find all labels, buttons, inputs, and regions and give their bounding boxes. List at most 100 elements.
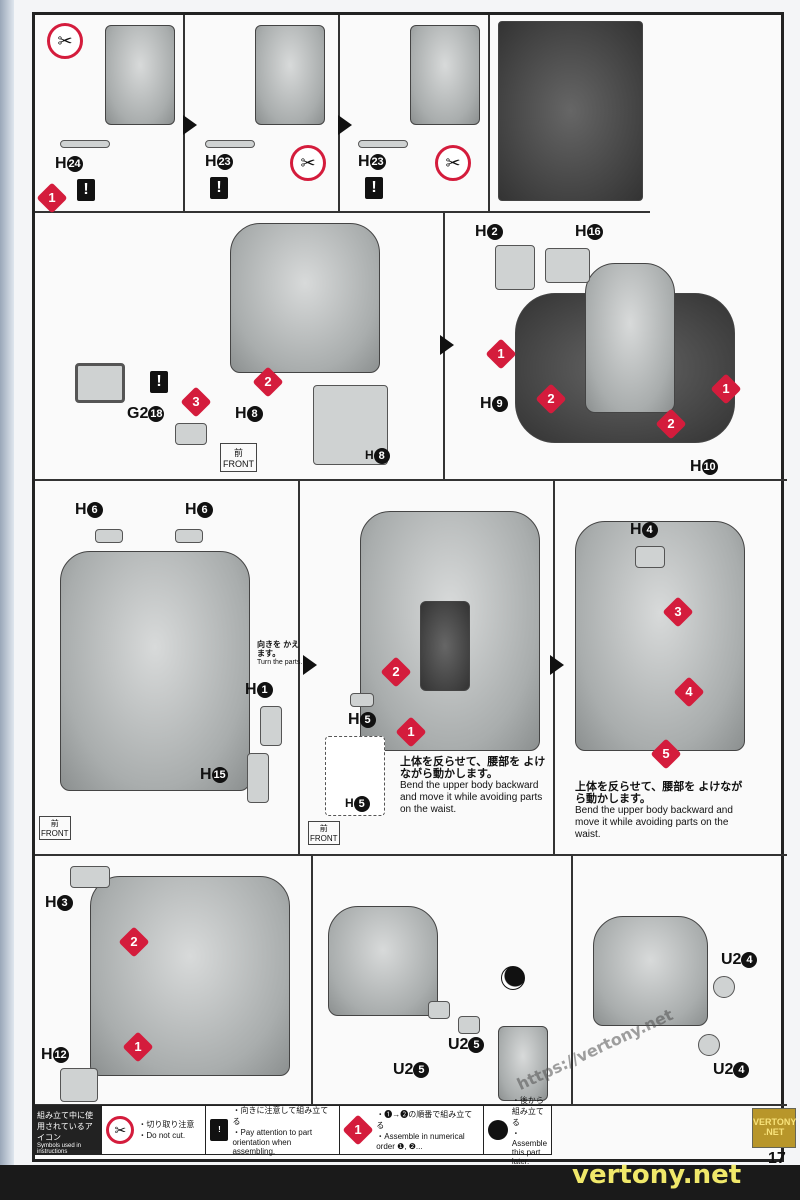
- part-u24: [698, 1034, 720, 1056]
- part-u25: [428, 1001, 450, 1019]
- assembled-photo: [498, 21, 643, 201]
- torso-illustration: [230, 223, 380, 373]
- bend-note: 上体を反らせて、腰部を よけながら動かします。Bend the upper bo…: [400, 756, 546, 815]
- next-arrow-icon: [183, 115, 197, 135]
- step-marker: 1: [395, 716, 427, 748]
- step-marker: 3: [180, 386, 212, 418]
- backpack-illustration: [328, 906, 438, 1016]
- assemble-later-icon: [487, 1120, 508, 1140]
- orientation-warning-icon: !: [77, 179, 95, 201]
- do-not-cut-icon: ✂: [435, 145, 471, 181]
- step-marker: 1: [36, 182, 68, 214]
- step-marker: 5: [650, 738, 682, 770]
- step-marker: 3: [662, 596, 694, 628]
- part-h3: [70, 866, 110, 888]
- turn-parts-note: 向きを かえます。Turn the parts.: [257, 640, 303, 666]
- part-h16: [545, 248, 590, 283]
- part-g2-piece: [175, 423, 207, 445]
- part-h4: [635, 546, 665, 568]
- next-arrow-icon: [440, 335, 454, 355]
- do-not-cut-icon: ✂: [290, 145, 326, 181]
- torso-illustration: [585, 263, 675, 413]
- step-marker: 1: [122, 1031, 154, 1063]
- part-h1: [260, 706, 282, 746]
- next-arrow-icon: [338, 115, 352, 135]
- step-marker: 1: [485, 338, 517, 370]
- chest-vent-illustration: [255, 25, 325, 125]
- part-h23: [205, 140, 255, 148]
- chest-vent-illustration: [105, 25, 175, 125]
- step-marker: 2: [380, 656, 412, 688]
- part-frame: [498, 1026, 548, 1101]
- do-not-cut-icon: ✂: [47, 23, 83, 59]
- part-u25: [458, 1016, 480, 1034]
- orientation-warning-icon: !: [210, 1119, 229, 1141]
- part-h5: [350, 693, 374, 707]
- orientation-warning-icon: !: [365, 177, 383, 199]
- part-u24: [713, 976, 735, 998]
- orientation-warning-icon: !: [150, 371, 168, 393]
- legend-do-not-cut: ✂・切り取り注意・Do not cut.: [102, 1106, 207, 1154]
- waist-part: [420, 601, 470, 691]
- step-marker: 4: [673, 676, 705, 708]
- bend-note: 上体を反らせて、腰部を よけながら動かします。Bend the upper bo…: [575, 781, 743, 840]
- part-h6: [175, 529, 203, 543]
- step-marker: 1: [710, 373, 742, 405]
- page-spine: [0, 0, 14, 1200]
- assemble-later-icon: [501, 966, 525, 990]
- page-number: 17: [768, 1150, 786, 1167]
- backpack-illustration: [593, 916, 708, 1026]
- next-arrow-icon: [303, 655, 317, 675]
- chest-vent-illustration: [410, 25, 480, 125]
- torso-illustration: [60, 551, 250, 791]
- part-h24: [60, 140, 110, 148]
- part-h2: [495, 245, 535, 290]
- orientation-warning-icon: !: [210, 177, 228, 199]
- step-marker: 2: [118, 926, 150, 958]
- part-h12: [60, 1068, 98, 1102]
- next-arrow-icon: [550, 655, 564, 675]
- part-h15: [247, 753, 269, 803]
- part-h23: [358, 140, 408, 148]
- scan-edge: [0, 1165, 800, 1200]
- step-marker-icon: 1: [342, 1114, 374, 1146]
- legend-order: 1・❶→❷の順番で組み立てる・Assemble in numerical ord…: [340, 1106, 484, 1154]
- part-g2-18: [75, 363, 125, 403]
- panel-photo: [490, 15, 650, 213]
- part-h6: [95, 529, 123, 543]
- torso-illustration: [90, 876, 290, 1076]
- watermark-logo: VERTONY .NET: [752, 1108, 796, 1148]
- legend-orientation: !・向きに注意して組み立てる・Pay attention to part ori…: [206, 1106, 341, 1156]
